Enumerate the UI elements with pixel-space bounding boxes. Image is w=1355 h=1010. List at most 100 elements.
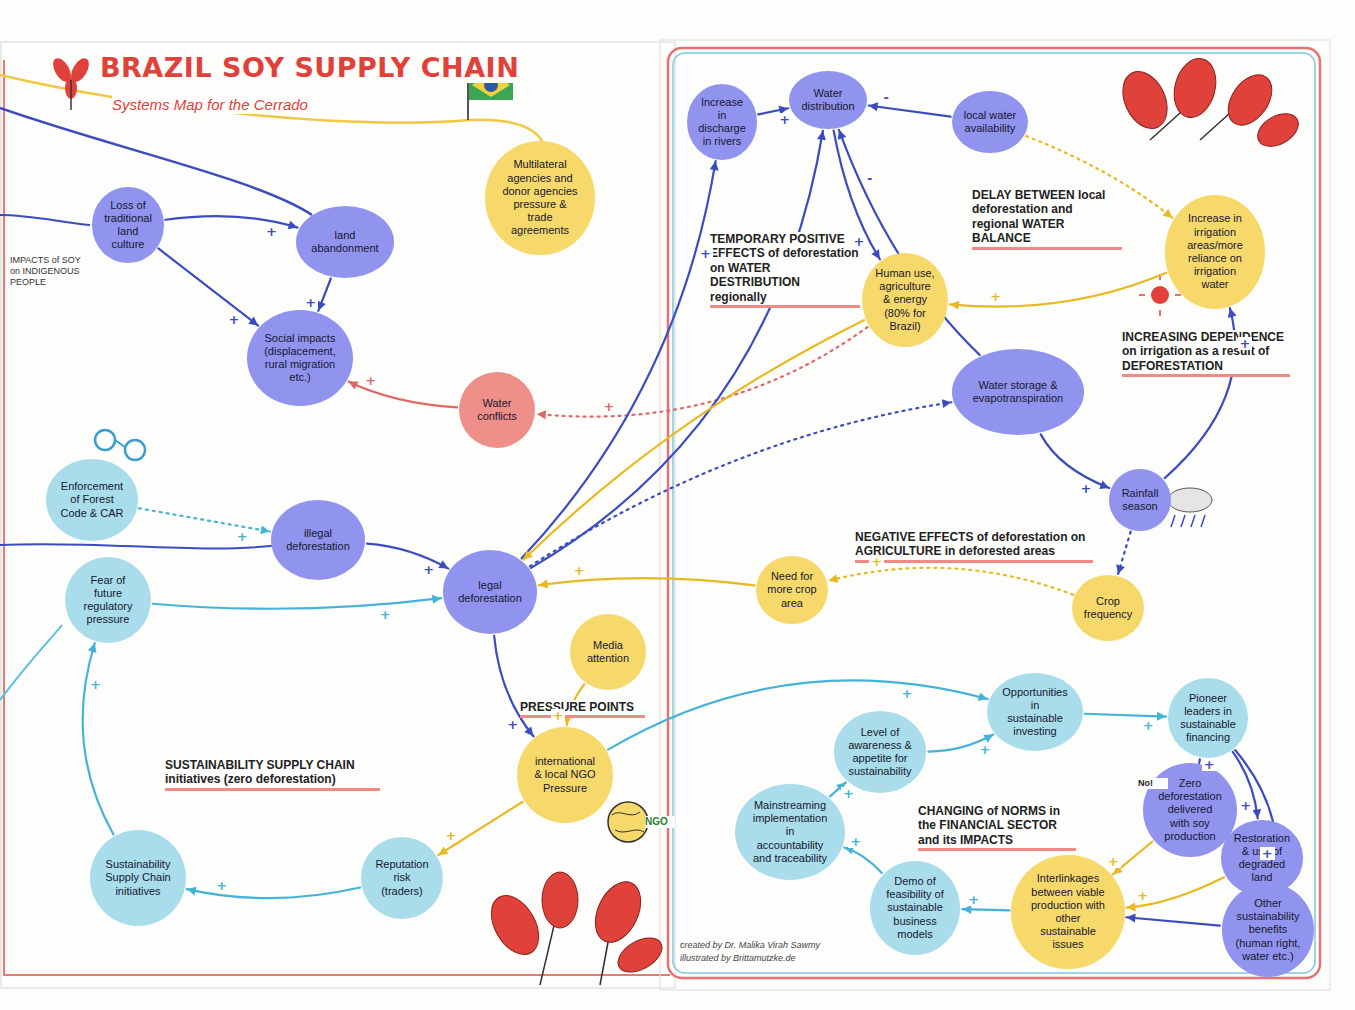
- right-panel-red-border: [668, 48, 1320, 978]
- cause-bubble: local water availability: [952, 91, 1028, 153]
- bubble-label: Interlinkages between viable production …: [1028, 872, 1107, 951]
- feedback-connector: [139, 508, 270, 534]
- incoming-wire: [0, 75, 545, 148]
- arrow-head: [942, 399, 952, 408]
- section-caption: TEMPORARY POSITIVE EFFECTS of deforestat…: [710, 232, 860, 308]
- incoming-wire: [0, 108, 312, 215]
- polarity-sign: -: [865, 172, 874, 185]
- feedback-connector: [838, 130, 980, 355]
- feedback-connector: [1116, 532, 1130, 575]
- cause-bubble: Water storage & evapotranspiration: [952, 349, 1085, 435]
- cause-bubble: Loss of traditional land culture: [92, 187, 163, 262]
- cause-bubble: Level of awareness & appetite for sustai…: [834, 711, 927, 793]
- connector-line: [828, 568, 1073, 595]
- cause-bubble: Mainstreaming implementation in accounta…: [735, 784, 845, 880]
- connector-line: [869, 106, 951, 117]
- connector-line: [367, 544, 448, 569]
- left-panel-frame: [1, 42, 675, 988]
- bubble-text-wrap: illegal deforestation: [285, 527, 351, 553]
- polarity-sign: +: [443, 829, 458, 842]
- arrow-head: [978, 692, 988, 701]
- arrow-head: [1163, 209, 1173, 218]
- bubble-label: Pioneer leaders in sustainable financing: [1180, 692, 1236, 745]
- connector-line: [1041, 434, 1109, 488]
- bubble-label: Media attention: [581, 639, 634, 665]
- cause-bubble: Reputation risk (traders): [361, 837, 443, 919]
- cause-bubble: Water conflicts: [459, 372, 535, 448]
- arrow-head: [187, 887, 197, 896]
- bubble-label: Other sustainability benefits (human rig…: [1235, 897, 1300, 963]
- arrow-head: [539, 580, 549, 589]
- cause-bubble: Opportunities in sustainable investing: [987, 673, 1083, 751]
- arrow-head: [871, 249, 880, 259]
- cause-bubble: Enforcement of Forest Code & CAR: [46, 459, 137, 541]
- connector-line: [158, 248, 258, 325]
- arrow-head: [438, 846, 448, 855]
- feedback-connector: [523, 320, 864, 560]
- soy-leaves-bottom: [482, 872, 668, 985]
- feedback-connector: [950, 273, 1166, 310]
- arrow-head: [962, 905, 971, 914]
- polarity-sign: +: [303, 296, 318, 309]
- arrow-head: [1116, 564, 1125, 574]
- bubble-label: Human use, agriculture & energy (80% for…: [875, 267, 935, 333]
- bubble-label: Social impacts (displacement, rural migr…: [263, 332, 337, 385]
- arrow-head: [1228, 308, 1237, 318]
- bubble-label: Increase in discharge in rivers: [698, 96, 747, 149]
- bubble-label: Opportunities in sustainable investing: [1001, 686, 1068, 739]
- bubble-label: Sustainability Supply Chain initiatives: [104, 858, 171, 898]
- polarity-sign: +: [988, 290, 1003, 303]
- feedback-connector: [187, 887, 360, 898]
- section-caption: CHANGING of NORMS in the FINANCIAL SECTO…: [918, 804, 1076, 851]
- bubble-label: legal deforestation: [457, 579, 523, 605]
- feedback-connector: [828, 568, 1073, 595]
- arrow-head: [438, 560, 448, 568]
- bubble-text-wrap: Opportunities in sustainable investing: [1001, 686, 1068, 739]
- arrow-head: [537, 410, 546, 419]
- bubble-text-wrap: Reputation risk (traders): [373, 858, 430, 898]
- cause-bubble: legal deforestation: [443, 550, 537, 634]
- bubble-text-wrap: Enforcement of Forest Code & CAR: [60, 480, 124, 520]
- arrow-head: [983, 735, 993, 743]
- bubble-text-wrap: Level of awareness & appetite for sustai…: [847, 726, 912, 779]
- polarity-sign: +: [869, 555, 884, 568]
- bubble-text-wrap: Crop frequency: [1083, 595, 1133, 621]
- bubble-label: local water availability: [963, 109, 1016, 135]
- arrow-head: [950, 301, 959, 310]
- polarity-sign: +: [1202, 758, 1217, 771]
- bubble-label: Demo of feasibility of sustainable busin…: [883, 875, 946, 941]
- handcuffs-icon: [95, 430, 145, 460]
- cause-bubble: Rainfall season: [1109, 469, 1171, 531]
- feedback-connector: [367, 544, 448, 569]
- section-caption: INCREASING DEPENDENCE on irrigation as a…: [1122, 330, 1290, 377]
- polarity-sign: +: [1238, 799, 1253, 812]
- connector-line: [318, 279, 331, 311]
- polarity-sign: +: [1141, 719, 1156, 732]
- bubble-label: Water storage & evapotranspiration: [971, 379, 1064, 405]
- arrow-head: [248, 317, 258, 326]
- cause-bubble: Demo of feasibility of sustainable busin…: [870, 861, 961, 955]
- bubble-label: international & local NGO Pressure: [531, 755, 598, 795]
- feedback-connector: [844, 846, 882, 873]
- connector-line: [1126, 877, 1224, 907]
- polarity-sign: +: [601, 400, 616, 413]
- connector-line: [494, 636, 533, 736]
- feedback-connector: [537, 327, 868, 419]
- arrow-head: [817, 131, 826, 141]
- arrow-head: [828, 574, 838, 583]
- polarity-sign: +: [363, 374, 378, 387]
- bubble-text-wrap: Human use, agriculture & energy (80% for…: [875, 267, 935, 333]
- polarity-sign: +: [551, 709, 566, 722]
- feedback-connector: [1126, 877, 1224, 911]
- arrow-head: [869, 102, 879, 111]
- polarity-sign: +: [264, 225, 279, 238]
- polarity-sign: +: [88, 678, 103, 691]
- arrow-head: [88, 643, 97, 653]
- bubble-label: Mainstreaming implementation in accounta…: [752, 799, 829, 865]
- connector-line: [523, 320, 864, 560]
- cause-bubble: illegal deforestation: [271, 500, 365, 580]
- arrow-head: [1126, 902, 1135, 911]
- bubble-text-wrap: Other sustainability benefits (human rig…: [1235, 897, 1300, 963]
- bubble-text-wrap: Water conflicts: [470, 397, 523, 423]
- feedback-connector: [1041, 434, 1109, 489]
